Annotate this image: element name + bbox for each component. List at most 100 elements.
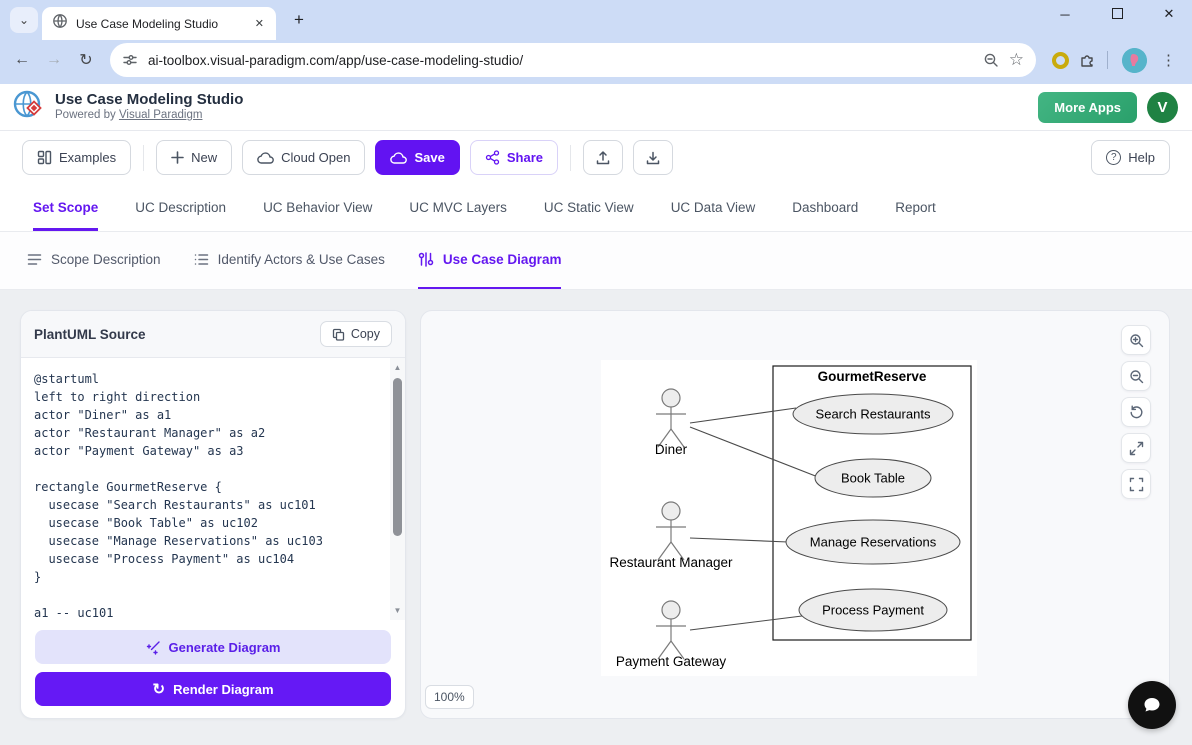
zoom-level-icon[interactable] bbox=[983, 52, 999, 68]
tab-uc-description[interactable]: UC Description bbox=[135, 199, 227, 215]
tab-uc-mvc-layers[interactable]: UC MVC Layers bbox=[409, 199, 507, 215]
browser-menu-icon[interactable]: ⋮ bbox=[1161, 52, 1176, 69]
tab-close-icon[interactable]: ✕ bbox=[254, 18, 264, 30]
extensions-puzzle-icon[interactable] bbox=[1079, 51, 1097, 69]
list-icon bbox=[194, 254, 208, 265]
fullscreen-button[interactable] bbox=[1121, 469, 1151, 499]
share-icon bbox=[485, 150, 500, 165]
powered-by: Powered by Visual Paradigm bbox=[55, 108, 203, 121]
browser-profile-avatar[interactable] bbox=[1122, 47, 1147, 73]
site-settings-icon[interactable] bbox=[122, 52, 138, 68]
new-tab-button[interactable]: + bbox=[294, 10, 304, 29]
code-scrollbar[interactable]: ▲ ▼ bbox=[390, 358, 405, 620]
tab-set-scope[interactable]: Set Scope bbox=[33, 184, 99, 231]
text-lines-icon bbox=[27, 254, 42, 265]
diagram-canvas: GourmetReserve Search Restaurants Book T… bbox=[601, 360, 977, 676]
tab-uc-data-view[interactable]: UC Data View bbox=[670, 199, 756, 215]
browser-tab[interactable]: Use Case Modeling Studio ✕ bbox=[42, 7, 276, 40]
svg-text:Book Table: Book Table bbox=[841, 471, 905, 486]
app-toolbar: Examples New Cloud Open Save Share bbox=[0, 131, 1192, 184]
zoom-in-button[interactable] bbox=[1121, 325, 1151, 355]
plantuml-code[interactable]: @startuml left to right direction actor … bbox=[34, 372, 323, 620]
download-icon bbox=[646, 151, 660, 164]
chevron-down-icon: ⌄ bbox=[18, 13, 30, 27]
fit-screen-button[interactable] bbox=[1121, 433, 1151, 463]
minimize-button[interactable]: ─ bbox=[1060, 6, 1070, 22]
actor-payment-gateway-figure bbox=[656, 600, 686, 660]
more-apps-button[interactable]: More Apps bbox=[1038, 91, 1137, 123]
bookmark-star-icon[interactable]: ☆ bbox=[1008, 50, 1024, 69]
plus-icon bbox=[171, 151, 184, 164]
tab-uc-static-view[interactable]: UC Static View bbox=[543, 199, 634, 215]
address-bar[interactable]: ai-toolbox.visual-paradigm.com/app/use-c… bbox=[110, 43, 1036, 77]
reload-button[interactable]: ↻ bbox=[79, 52, 93, 69]
chat-bubble-icon bbox=[1144, 698, 1160, 712]
actor-diner-label: Diner bbox=[655, 442, 688, 457]
diagram-canvas-panel[interactable]: GourmetReserve Search Restaurants Book T… bbox=[420, 310, 1170, 719]
chat-widget-button[interactable] bbox=[1128, 681, 1176, 729]
usecase-search-restaurants: Search Restaurants bbox=[792, 393, 954, 435]
reset-view-button[interactable] bbox=[1121, 397, 1151, 427]
content-area: PlantUML Source Copy @startuml left to r… bbox=[0, 290, 1192, 745]
globe-favicon-icon bbox=[52, 13, 68, 34]
export-button[interactable] bbox=[583, 140, 623, 175]
svg-text:Process Payment: Process Payment bbox=[822, 603, 924, 618]
forward-button[interactable]: → bbox=[46, 51, 62, 68]
help-button[interactable]: ? Help bbox=[1091, 140, 1170, 175]
actor-payment-gateway-label: Payment Gateway bbox=[616, 654, 727, 669]
actor-restaurant-manager-figure bbox=[656, 501, 686, 561]
render-diagram-button[interactable]: ↻ Render Diagram bbox=[35, 672, 391, 706]
fullscreen-icon bbox=[1129, 477, 1143, 491]
help-question-icon: ? bbox=[1106, 150, 1122, 165]
scroll-down-icon[interactable]: ▼ bbox=[393, 606, 402, 615]
new-button[interactable]: New bbox=[156, 140, 233, 175]
usecase-manage-reservations: Manage Reservations bbox=[785, 519, 961, 565]
url-text[interactable]: ai-toolbox.visual-paradigm.com/app/use-c… bbox=[148, 52, 524, 68]
expand-icon bbox=[1129, 441, 1143, 455]
save-button[interactable]: Save bbox=[375, 140, 460, 175]
maximize-icon bbox=[1111, 7, 1123, 19]
usecase-process-payment: Process Payment bbox=[798, 588, 948, 632]
source-panel-actions: Generate Diagram ↻ Render Diagram bbox=[21, 620, 405, 718]
share-button[interactable]: Share bbox=[469, 140, 558, 175]
examples-grid-icon bbox=[37, 150, 52, 165]
cloud-open-button[interactable]: Cloud Open bbox=[242, 140, 366, 175]
copy-icon bbox=[332, 328, 344, 341]
sub-tab-bar: Scope Description Identify Actors & Use … bbox=[0, 232, 1192, 290]
svg-text:Search Restaurants: Search Restaurants bbox=[816, 407, 931, 422]
generate-diagram-button[interactable]: Generate Diagram bbox=[35, 630, 391, 664]
main-tab-bar: Set Scope UC Description UC Behavior Vie… bbox=[0, 184, 1192, 232]
tab-uc-behavior-view[interactable]: UC Behavior View bbox=[263, 199, 373, 215]
toolbar-separator bbox=[143, 144, 145, 171]
tab-search-button[interactable]: ⌄ bbox=[10, 7, 38, 33]
tab-report[interactable]: Report bbox=[895, 199, 936, 215]
visual-paradigm-logo-icon bbox=[12, 88, 45, 126]
upload-icon bbox=[596, 150, 610, 164]
tab-dashboard[interactable]: Dashboard bbox=[792, 199, 859, 215]
system-boundary-label: GourmetReserve bbox=[818, 369, 927, 384]
download-button[interactable] bbox=[633, 140, 673, 175]
scroll-up-icon[interactable]: ▲ bbox=[393, 363, 402, 372]
extension-ring-icon[interactable] bbox=[1052, 51, 1069, 69]
visual-paradigm-link[interactable]: Visual Paradigm bbox=[118, 108, 203, 121]
maximize-button[interactable] bbox=[1104, 7, 1130, 22]
use-case-diagram-icon bbox=[418, 252, 434, 267]
code-editor[interactable]: @startuml left to right direction actor … bbox=[21, 358, 405, 620]
window-controls: ─ ✕ bbox=[1052, 6, 1182, 22]
chrome-separator bbox=[1107, 51, 1108, 69]
association-lines bbox=[689, 407, 819, 631]
copy-button[interactable]: Copy bbox=[319, 321, 392, 347]
zoom-out-button[interactable] bbox=[1121, 361, 1151, 391]
actor-diner-figure bbox=[656, 388, 686, 448]
subtab-scope-description[interactable]: Scope Description bbox=[27, 232, 161, 289]
use-case-diagram: GourmetReserve Search Restaurants Book T… bbox=[609, 365, 972, 669]
plantuml-source-panel: PlantUML Source Copy @startuml left to r… bbox=[20, 310, 406, 719]
account-avatar[interactable]: V bbox=[1147, 91, 1178, 123]
subtab-identify-actors-use-cases[interactable]: Identify Actors & Use Cases bbox=[194, 232, 385, 289]
close-window-button[interactable]: ✕ bbox=[1163, 6, 1175, 21]
examples-button[interactable]: Examples bbox=[22, 140, 132, 175]
canvas-zoom-controls bbox=[1121, 325, 1151, 499]
back-button[interactable]: ← bbox=[14, 51, 30, 68]
subtab-use-case-diagram[interactable]: Use Case Diagram bbox=[417, 232, 562, 289]
scrollbar-thumb[interactable] bbox=[393, 378, 402, 536]
